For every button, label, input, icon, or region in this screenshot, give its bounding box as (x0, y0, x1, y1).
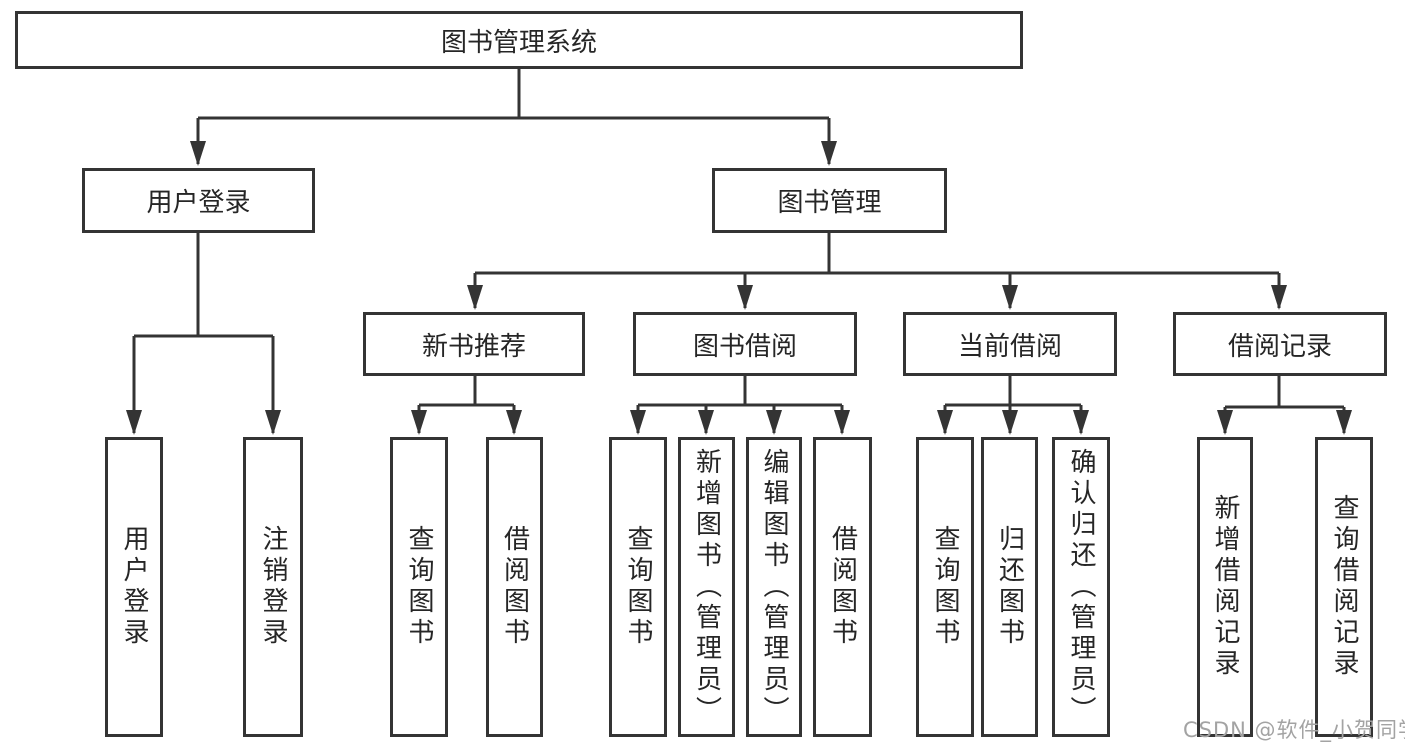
connector-bookmgmt-to-level3 (473, 233, 1281, 308)
node-new-book-recommend: 新书推荐 (363, 312, 585, 376)
arrow-down-icon (265, 410, 281, 435)
arrow-down-icon (190, 141, 206, 166)
leaf-query-borrow-record-label: 查询借阅记录 (1329, 494, 1359, 680)
leaf-return-books: 归还图书 (981, 437, 1038, 737)
leaf-query-books-3-label: 查询图书 (930, 525, 960, 649)
node-library-system-label: 图书管理系统 (440, 27, 597, 58)
connector-bookborrow-to-leaves (636, 376, 844, 433)
leaf-query-books-1-label: 查询图书 (404, 525, 434, 649)
leaf-add-books-admin-label: 新增图书（管理员） (691, 447, 722, 727)
node-current-borrowing-label: 当前借阅 (957, 331, 1062, 362)
leaf-borrow-books-1: 借阅图书 (486, 437, 543, 737)
leaf-query-books-2-label: 查询图书 (623, 525, 653, 649)
arrow-down-icon (1002, 410, 1018, 435)
connector-root-to-level2 (196, 69, 831, 164)
connector-userlogin-to-leaves (132, 233, 275, 433)
arrow-down-icon (766, 410, 782, 435)
arrow-down-icon (821, 141, 837, 166)
leaf-query-borrow-record: 查询借阅记录 (1315, 437, 1373, 737)
arrow-down-icon (737, 285, 753, 310)
node-book-borrowing-label: 图书借阅 (692, 331, 797, 362)
leaf-borrow-books-1-label: 借阅图书 (499, 525, 530, 649)
arrow-down-icon (467, 285, 483, 310)
node-current-borrowing: 当前借阅 (903, 312, 1117, 376)
node-borrow-records-label: 借阅记录 (1227, 331, 1332, 362)
arrow-down-icon (1336, 410, 1352, 435)
leaf-borrow-books-2-label: 借阅图书 (827, 525, 858, 649)
arrow-down-icon (1073, 410, 1089, 435)
node-book-borrowing: 图书借阅 (633, 312, 857, 376)
arrow-down-icon (506, 410, 522, 435)
node-borrow-records: 借阅记录 (1173, 312, 1387, 376)
leaf-edit-books-admin: 编辑图书（管理员） (746, 437, 802, 737)
arrow-down-icon (630, 410, 646, 435)
arrow-down-icon (1002, 285, 1018, 310)
leaf-query-books-3: 查询图书 (916, 437, 974, 737)
leaf-return-books-label: 归还图书 (994, 525, 1025, 649)
node-new-book-recommend-label: 新书推荐 (421, 331, 526, 362)
leaf-query-books-1: 查询图书 (390, 437, 448, 737)
leaf-borrow-books-2: 借阅图书 (813, 437, 872, 737)
leaf-edit-books-admin-label: 编辑图书（管理员） (759, 447, 789, 727)
connector-currentborrow-to-leaves (943, 376, 1083, 433)
connector-newbooks-to-leaves (417, 376, 516, 433)
leaf-logout: 注销登录 (243, 437, 303, 737)
node-book-management: 图书管理 (712, 168, 947, 233)
leaf-user-login-label: 用户登录 (119, 525, 149, 649)
leaf-query-books-2: 查询图书 (609, 437, 667, 737)
leaf-user-login: 用户登录 (105, 437, 163, 737)
arrow-down-icon (834, 410, 850, 435)
leaf-add-borrow-record: 新增借阅记录 (1197, 437, 1253, 737)
leaf-add-borrow-record-label: 新增借阅记录 (1210, 494, 1240, 680)
arrow-down-icon (126, 410, 142, 435)
arrow-down-icon (1217, 410, 1233, 435)
arrow-down-icon (1271, 285, 1287, 310)
arrow-down-icon (698, 410, 714, 435)
arrow-down-icon (937, 410, 953, 435)
csdn-watermark: CSDN @软件_小贺同学 (1183, 718, 1405, 742)
node-user-login: 用户登录 (82, 168, 315, 233)
node-user-login-label: 用户登录 (146, 188, 251, 218)
node-library-system: 图书管理系统 (15, 11, 1023, 69)
connector-borrowrecords-to-leaves (1223, 376, 1346, 433)
leaf-add-books-admin: 新增图书（管理员） (678, 437, 735, 737)
leaf-logout-label: 注销登录 (258, 525, 288, 649)
leaf-confirm-return-admin: 确认归还（管理员） (1052, 437, 1110, 737)
arrow-down-icon (411, 410, 427, 435)
node-book-management-label: 图书管理 (777, 188, 882, 218)
leaf-confirm-return-admin-label: 确认归还（管理员） (1066, 447, 1096, 727)
